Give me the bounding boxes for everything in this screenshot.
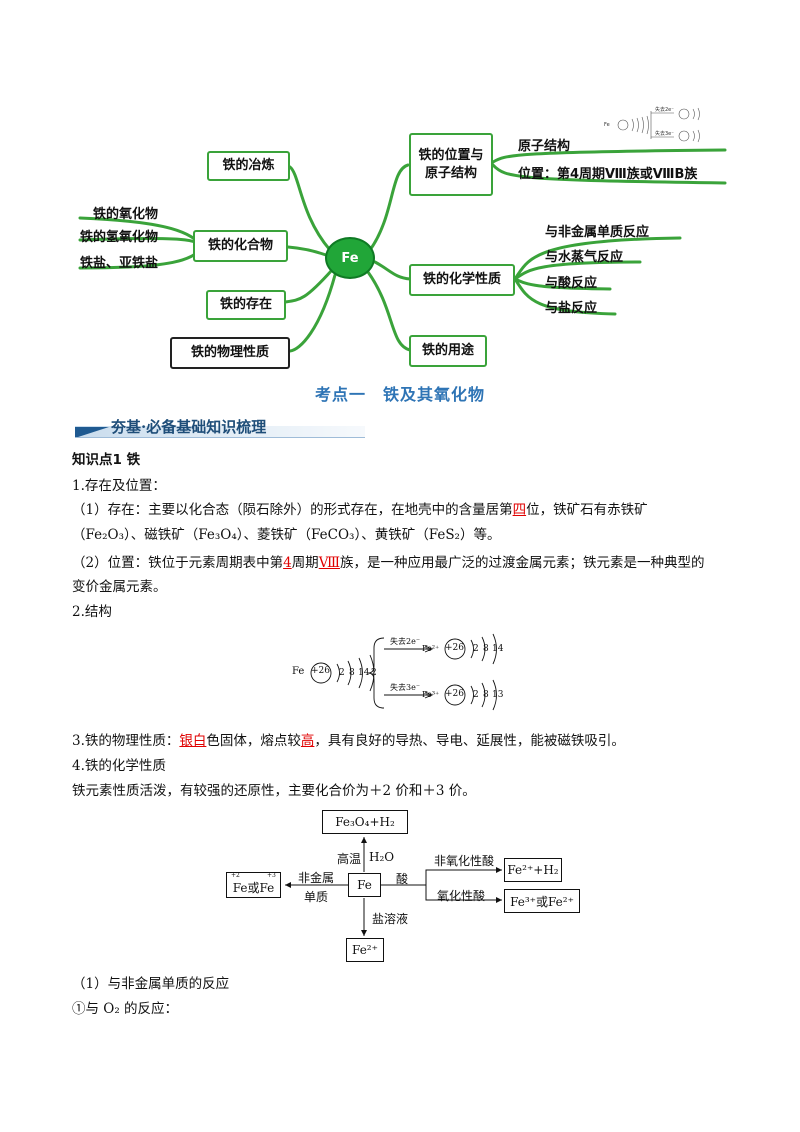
leaf-acid-reaction: 与酸反应 [545, 276, 598, 291]
flow-arrows [285, 837, 502, 936]
valence-plus2: +2 [231, 872, 240, 879]
ion2-shell-3: 14 [492, 644, 504, 654]
subsection-existence: 1.存在及位置： [72, 478, 166, 494]
cond-water: H₂O [369, 850, 395, 864]
fe-symbol: Fe [292, 666, 305, 677]
product-top: Fe₃O₄+H₂ [322, 810, 408, 834]
mind-map-branches [78, 148, 727, 353]
text-segment: （2）位置：铁位于元素周期表中第 [72, 555, 284, 571]
banner-triangle [75, 427, 109, 438]
product-left: Fe或Fe [226, 872, 281, 898]
paragraph-existence-line1: （1）存在：主要以化合态（陨石除外）的形式存在，在地壳中的含量居第四位，铁矿石有… [72, 499, 732, 521]
section-banner: 夯基·必备基础知识梳理 [75, 416, 365, 438]
valence-plus3: +3 [267, 872, 276, 879]
shell-3: 14 [358, 668, 370, 678]
leaf-hydroxides: 铁的氢氧化物 [80, 230, 159, 245]
leaf-nonmetal-reaction: 与非金属单质反应 [545, 225, 650, 240]
highlight-period: 4 [283, 555, 292, 571]
ion2-shell-2: 8 [483, 644, 489, 654]
node-uses: 铁的用途 [409, 335, 487, 367]
banner-text: 夯基·必备基础知识梳理 [111, 418, 267, 436]
text-segment: （1）存在：主要以化合态（陨石除外）的形式存在，在地壳中的含量居第 [72, 502, 513, 518]
ion2-shell-1: 2 [473, 644, 479, 654]
text-segment: 位，铁矿石有赤铁矿 [526, 502, 648, 518]
ion3-symbol: Fe³⁺ [422, 690, 440, 699]
text-segment: 3.铁的物理性质： [72, 733, 180, 749]
center-fe: Fe [348, 873, 381, 897]
ion3-nucleus: +26 [445, 689, 464, 699]
product-acid1: Fe²⁺+H₂ [504, 858, 562, 882]
mindmap-center-node: Fe [325, 237, 375, 279]
banner-bar [75, 426, 365, 438]
shell-2: 8 [349, 668, 355, 678]
banner-underline [75, 437, 365, 438]
cond-nonoxidizing-acid: 非氧化性酸 [434, 854, 495, 868]
paragraph-existence-line2: （Fe₂O₃）、磁铁矿（Fe₃O₄）、菱铁矿（FeCO₃）、黄铁矿（FeS₂）等… [72, 527, 501, 543]
node-chemical-properties: 铁的化学性质 [409, 264, 515, 296]
mini-electron-diagram [617, 107, 700, 143]
electron-diagram-svg [310, 633, 497, 711]
cond-high-temp: 高温 [337, 852, 362, 866]
ion3-shell-3: 13 [492, 690, 504, 700]
leaf-atomic-structure: 原子结构 [518, 139, 571, 154]
ion2-nucleus: +26 [445, 643, 464, 653]
mini-fe-label: Fe [604, 122, 610, 128]
shell-4: 2 [371, 668, 377, 678]
paragraph-position-line2: 变价金属元素。 [72, 579, 167, 595]
mini-lose3-label: 失去3e⁻ [655, 131, 674, 137]
product-bottom: Fe²⁺ [346, 938, 384, 962]
node-existence: 铁的存在 [206, 290, 286, 320]
text-segment: 色固体，熔点较 [206, 733, 301, 749]
highlight-rank: 四 [512, 502, 527, 518]
reaction-flow-diagram: Fe₃O₄+H₂ 高温 H₂O Fe Fe或Fe +2 +3 非金属 单质 酸 … [224, 808, 584, 970]
paragraph-chemical: 铁元素性质活泼，有较强的还原性，主要化合价为＋2 价和＋3 价。 [72, 783, 476, 799]
leaf-salts: 铁盐、亚铁盐 [80, 256, 159, 271]
electron-configuration-diagram: Fe +26 2 8 14 2 失去2e⁻ 失去3e⁻ Fe²⁺ Fe³⁺ +2… [292, 624, 522, 714]
node-compounds: 铁的化合物 [193, 230, 288, 262]
mini-lose2-label: 失去2e⁻ [655, 107, 674, 113]
mind-map: Fe 铁的冶炼 铁的化合物 铁的存在 铁的物理性质 铁的氧化物 铁的氢氧化物 铁… [0, 0, 800, 380]
reaction-o2-heading: ①与 O₂ 的反应： [72, 1001, 179, 1017]
subsection-structure: 2.结构 [72, 604, 112, 620]
leaf-oxides: 铁的氧化物 [93, 207, 159, 222]
cond-oxidizing-acid: 氧化性酸 [437, 889, 486, 903]
node-physical-properties: 铁的物理性质 [170, 337, 290, 369]
cond-simple-substance: 单质 [304, 890, 329, 904]
cond-nonmetal: 非金属 [298, 871, 335, 885]
section-title: 考点一 铁及其氧化物 [314, 385, 485, 404]
product-acid2: Fe³⁺或Fe²⁺ [504, 889, 580, 913]
paragraph-position-line1: （2）位置：铁位于元素周期表中第4周期Ⅷ族，是一种应用最广泛的过渡金属元素；铁元… [72, 552, 732, 574]
paragraph-physical: 3.铁的物理性质：银白色固体，熔点较高，具有良好的导热、导电、延展性，能被磁铁吸… [72, 730, 732, 752]
ion3-shell-2: 8 [483, 690, 489, 700]
ion3-shell-1: 2 [473, 690, 479, 700]
text-segment: 周期 [291, 555, 319, 571]
highlight-color: 银白 [179, 733, 207, 749]
knowledge-point-title: 知识点1 铁 [72, 452, 141, 468]
ion2-symbol: Fe²⁺ [422, 644, 440, 653]
leaf-position: 位置：第4周期Ⅷ族或ⅧB族 [518, 167, 698, 182]
node-smelting: 铁的冶炼 [207, 151, 290, 181]
cond-acid: 酸 [396, 872, 409, 886]
node-position-structure: 铁的位置与原子结构 [409, 133, 493, 196]
lose3-label: 失去3e⁻ [390, 683, 421, 692]
leaf-salt-reaction: 与盐反应 [545, 301, 598, 316]
fe-nucleus: +26 [311, 666, 330, 676]
reaction-nonmetal-heading: （1）与非金属单质的反应 [72, 976, 230, 992]
shell-1: 2 [339, 668, 345, 678]
highlight-group: Ⅷ [318, 555, 340, 571]
subsection-chemical: 4.铁的化学性质 [72, 758, 166, 774]
leaf-steam-reaction: 与水蒸气反应 [545, 250, 624, 265]
cond-salt-solution: 盐溶液 [372, 912, 409, 926]
lose2-label: 失去2e⁻ [390, 637, 421, 646]
text-segment: 族，是一种应用最广泛的过渡金属元素；铁元素是一种典型的 [339, 555, 705, 571]
text-segment: ，具有良好的导热、导电、延展性，能被磁铁吸引。 [314, 733, 625, 749]
highlight-melting: 高 [300, 733, 315, 749]
